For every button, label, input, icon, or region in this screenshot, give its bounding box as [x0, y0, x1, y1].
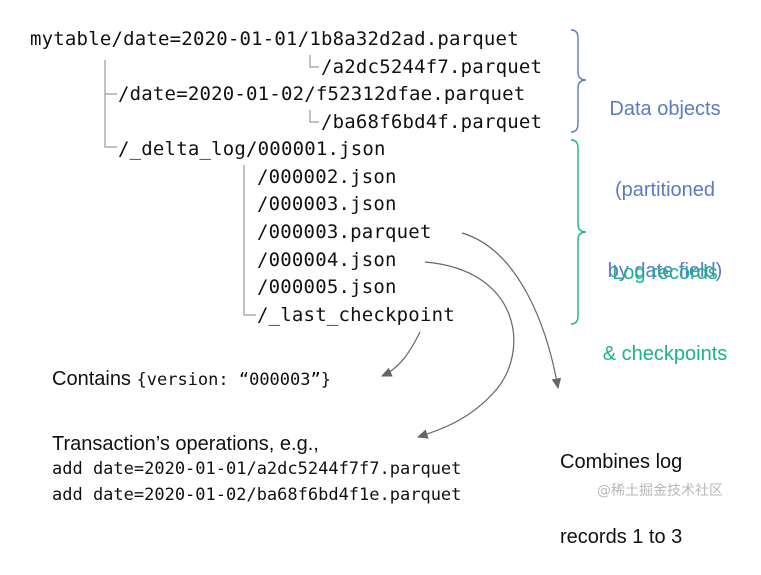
tree-connector-main	[104, 60, 117, 148]
tree-line-11: /_last_checkpoint	[257, 304, 455, 326]
data-objects-line-3: by date field)	[607, 260, 723, 282]
arrow-000003-parquet	[461, 232, 562, 390]
data-objects-line-1: Data objects	[609, 98, 721, 120]
log-records-line-2: & checkpoints	[602, 343, 728, 365]
tree-line-4: /ba68f6bd4f.parquet	[321, 111, 543, 133]
tree-connector-log	[243, 165, 256, 316]
combines-line-1: Combines log	[560, 451, 683, 473]
arrow-000004-json	[416, 261, 515, 439]
transaction-note: Transaction’s operations, e.g.,	[52, 433, 319, 455]
tree-line-2: /a2dc5244f7.parquet	[321, 56, 543, 78]
log-records-label: Log records & checkpoints	[590, 206, 740, 395]
contains-note: Contains {version: “000003”}	[52, 369, 331, 389]
combines-line-2: records 1 to 3	[560, 526, 683, 548]
watermark: @稀土掘金技术社区	[597, 483, 723, 499]
tree-line-5: /_delta_log/000001.json	[118, 138, 386, 160]
data-objects-brace	[570, 29, 587, 133]
tree-line-9: /000004.json	[257, 249, 397, 271]
tree-connector-a2dc	[309, 55, 319, 68]
tree-connector-ba68	[309, 110, 319, 123]
log-records-line-1: Log records	[612, 262, 718, 284]
tree-line-7: /000003.json	[257, 193, 397, 215]
contains-code: {version: “000003”}	[136, 370, 331, 390]
tree-line-1: mytable/date=2020-01-01/1b8a32d2ad.parqu…	[30, 28, 519, 50]
add-operation-1: add date=2020-01-01/a2dc5244f7f7.parquet	[52, 459, 462, 479]
contains-prefix: Contains	[52, 368, 137, 390]
data-objects-label: Data objects (partitioned by date field)	[590, 42, 740, 312]
tree-line-10: /000005.json	[257, 276, 397, 298]
tree-line-6: /000002.json	[257, 166, 397, 188]
log-records-brace	[570, 139, 587, 325]
tree-line-8: /000003.parquet	[257, 221, 432, 243]
add-operation-2: add date=2020-01-02/ba68f6bd4f1e.parquet	[52, 485, 462, 505]
data-objects-line-2: (partitioned	[614, 179, 716, 201]
tree-line-3: /date=2020-01-02/f52312dfae.parquet	[118, 83, 526, 105]
arrow-last-checkpoint	[380, 331, 421, 377]
diagram-lines	[104, 29, 587, 439]
